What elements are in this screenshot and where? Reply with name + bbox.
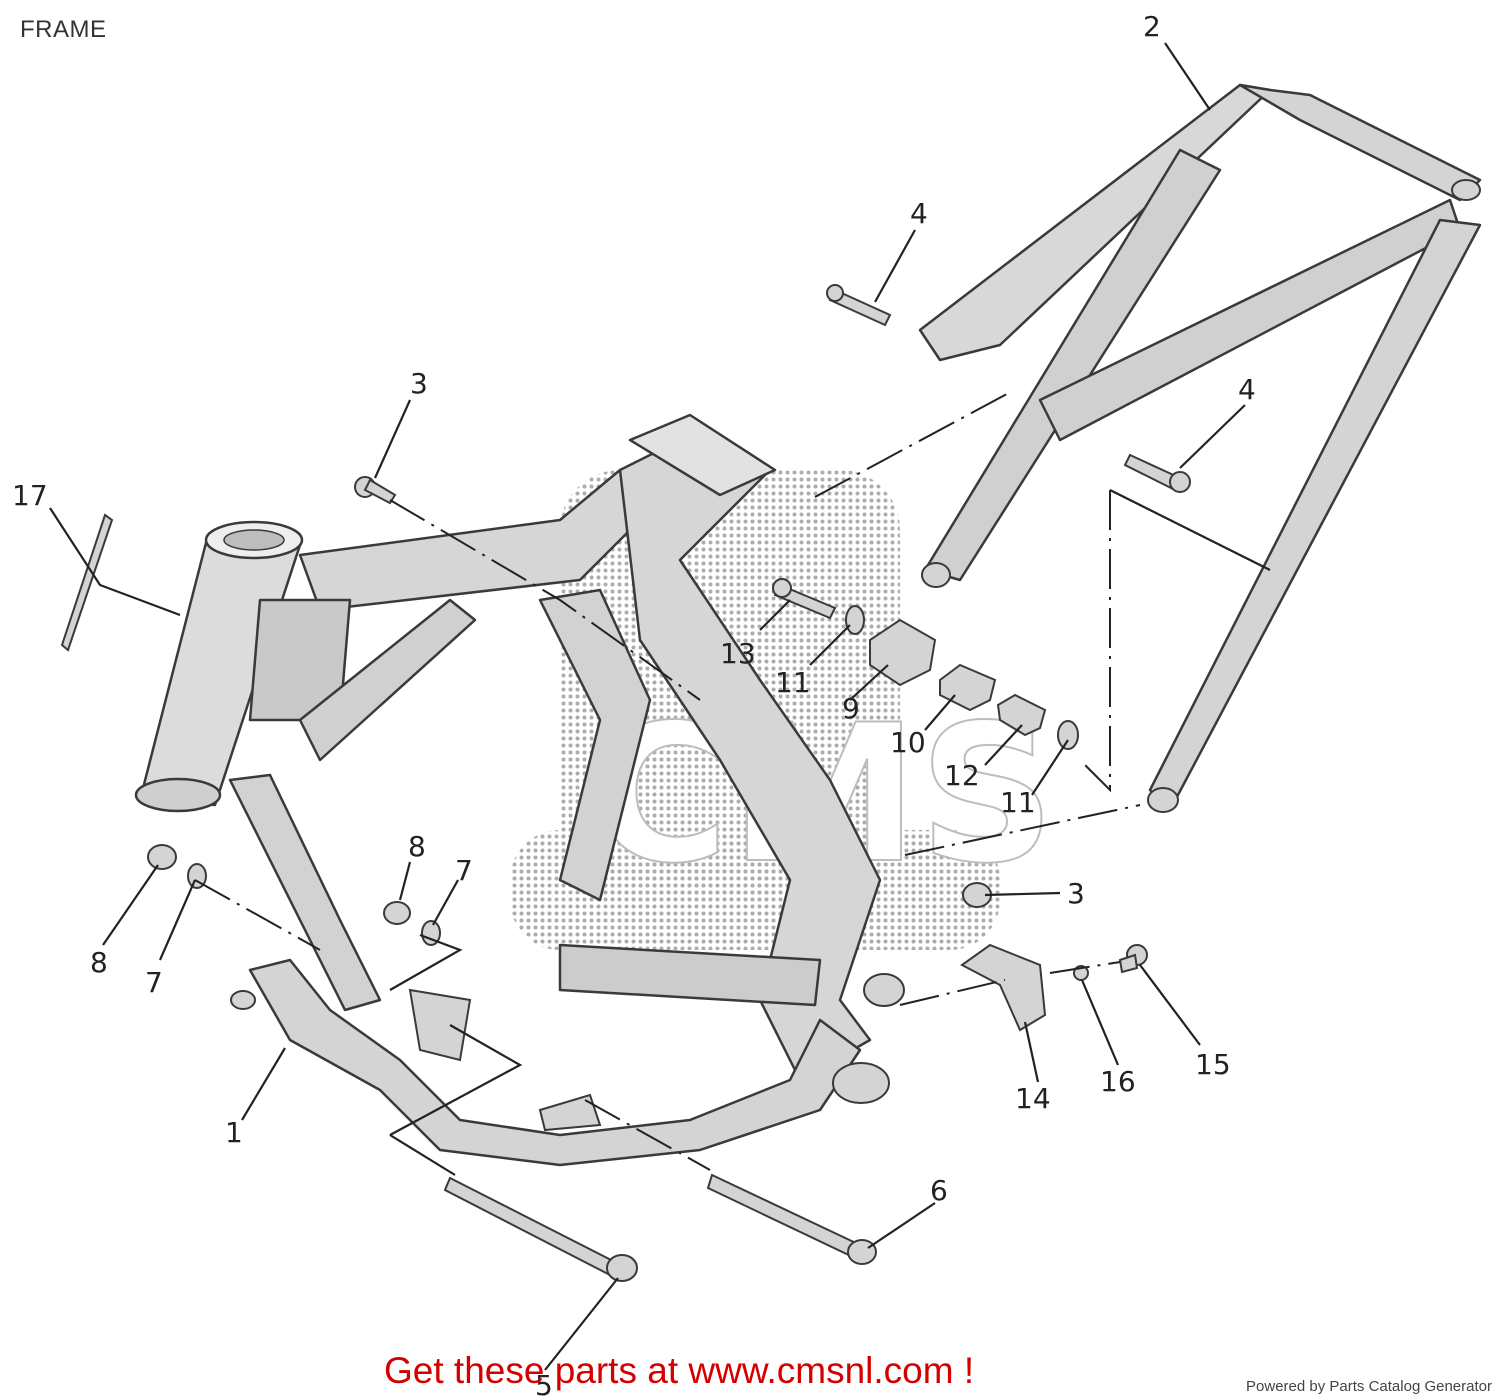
collar-10 bbox=[939, 663, 997, 712]
callout-1: 1 bbox=[225, 1116, 243, 1149]
decal-17 bbox=[60, 513, 114, 652]
callout-4-upper: 4 bbox=[910, 197, 928, 230]
callout-3-right: 3 bbox=[1067, 877, 1085, 910]
bracket-14 bbox=[960, 943, 1047, 1032]
credit-text: Powered by Parts Catalog Generator bbox=[1246, 1378, 1492, 1395]
washer-11-upper bbox=[845, 605, 865, 635]
rear-subframe bbox=[918, 83, 1482, 813]
callout-7-center: 7 bbox=[455, 854, 473, 887]
callout-8-left: 8 bbox=[90, 946, 108, 979]
leader-lines bbox=[49, 42, 1246, 1371]
nut-8-center bbox=[383, 901, 411, 925]
callout-11-upper: 11 bbox=[775, 666, 811, 699]
callout-3-upper: 3 bbox=[410, 367, 428, 400]
callout-16: 16 bbox=[1100, 1065, 1136, 1098]
callout-6: 6 bbox=[930, 1174, 948, 1207]
bushing-9 bbox=[869, 618, 937, 687]
callout-labels: 2 4 3 4 17 13 11 9 10 12 11 8 7 8 7 3 15… bbox=[12, 10, 1256, 1399]
callout-2: 2 bbox=[1143, 10, 1161, 43]
callout-17: 17 bbox=[12, 479, 48, 512]
callout-8-center: 8 bbox=[408, 830, 426, 863]
callout-10: 10 bbox=[890, 726, 926, 759]
washer-7-center bbox=[421, 920, 441, 946]
nut-8-left bbox=[147, 844, 177, 870]
assembly-lines bbox=[194, 391, 1271, 1176]
bolt-4-right bbox=[1123, 453, 1191, 493]
main-frame bbox=[134, 413, 905, 1167]
callout-14: 14 bbox=[1015, 1082, 1051, 1115]
bolt-15 bbox=[1118, 944, 1148, 974]
callout-11-lower: 11 bbox=[1000, 786, 1036, 819]
callout-12: 12 bbox=[944, 759, 980, 792]
bolt-4-upper bbox=[826, 284, 892, 327]
washer-11-lower bbox=[1057, 720, 1079, 750]
bolt-5 bbox=[443, 1176, 638, 1282]
washer-7-left bbox=[187, 863, 207, 889]
callout-5: 5 bbox=[535, 1369, 553, 1399]
collar-12 bbox=[996, 693, 1047, 737]
callout-13: 13 bbox=[720, 637, 756, 670]
bolt-13 bbox=[772, 578, 837, 620]
callout-4-right: 4 bbox=[1238, 373, 1256, 406]
cta-link[interactable]: Get these parts at www.cmsnl.com ! bbox=[384, 1350, 975, 1391]
page-title: FRAME bbox=[20, 16, 107, 43]
callout-7-left: 7 bbox=[145, 966, 163, 999]
bolt-6 bbox=[706, 1173, 877, 1265]
callout-9: 9 bbox=[842, 692, 860, 725]
callout-15: 15 bbox=[1195, 1048, 1231, 1081]
bolt-3-upper bbox=[354, 476, 397, 505]
